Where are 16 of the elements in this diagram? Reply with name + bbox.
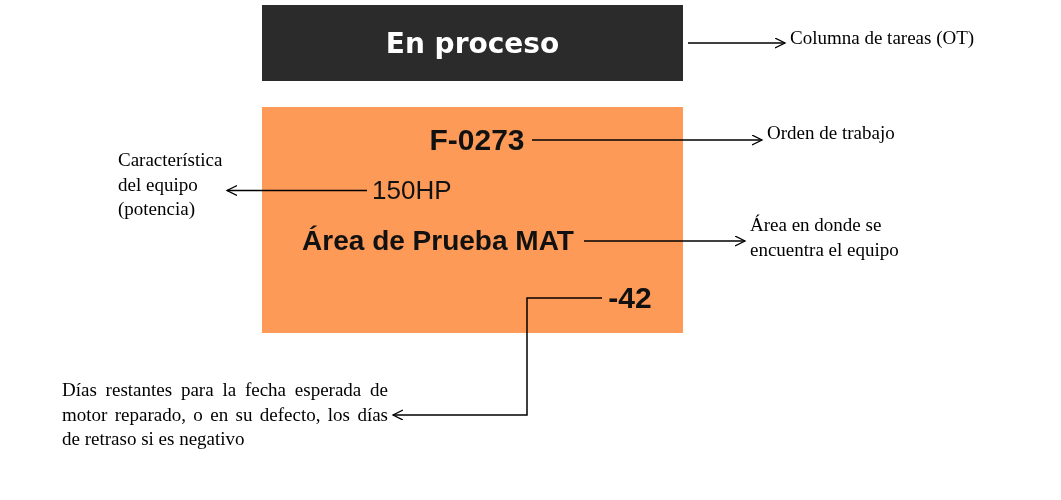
area-name: Área de Prueba MAT — [297, 225, 579, 257]
annotation-text: Área en donde se encuentra el equipo — [750, 213, 930, 263]
order-number: F-0273 — [427, 123, 527, 157]
arrow — [583, 235, 746, 247]
arrow — [687, 37, 786, 49]
column-header: En proceso — [262, 5, 683, 81]
arrow — [392, 297, 603, 421]
annotation-text: Días restantes para la fecha esperada de motor reparado, o en su defecto, los días de retraso si es negativo — [62, 378, 388, 453]
arrow — [531, 134, 763, 146]
days-count: -42 — [607, 281, 653, 315]
annotation-text: Orden de trabajo — [767, 121, 987, 146]
arrow — [226, 184, 368, 197]
annotation-text: Columna de tareas (OT) — [790, 26, 1060, 51]
annotation-text: Característica del equipo (potencia) — [118, 148, 222, 223]
power-rating: 150HP — [372, 175, 450, 206]
task-card — [262, 107, 683, 333]
